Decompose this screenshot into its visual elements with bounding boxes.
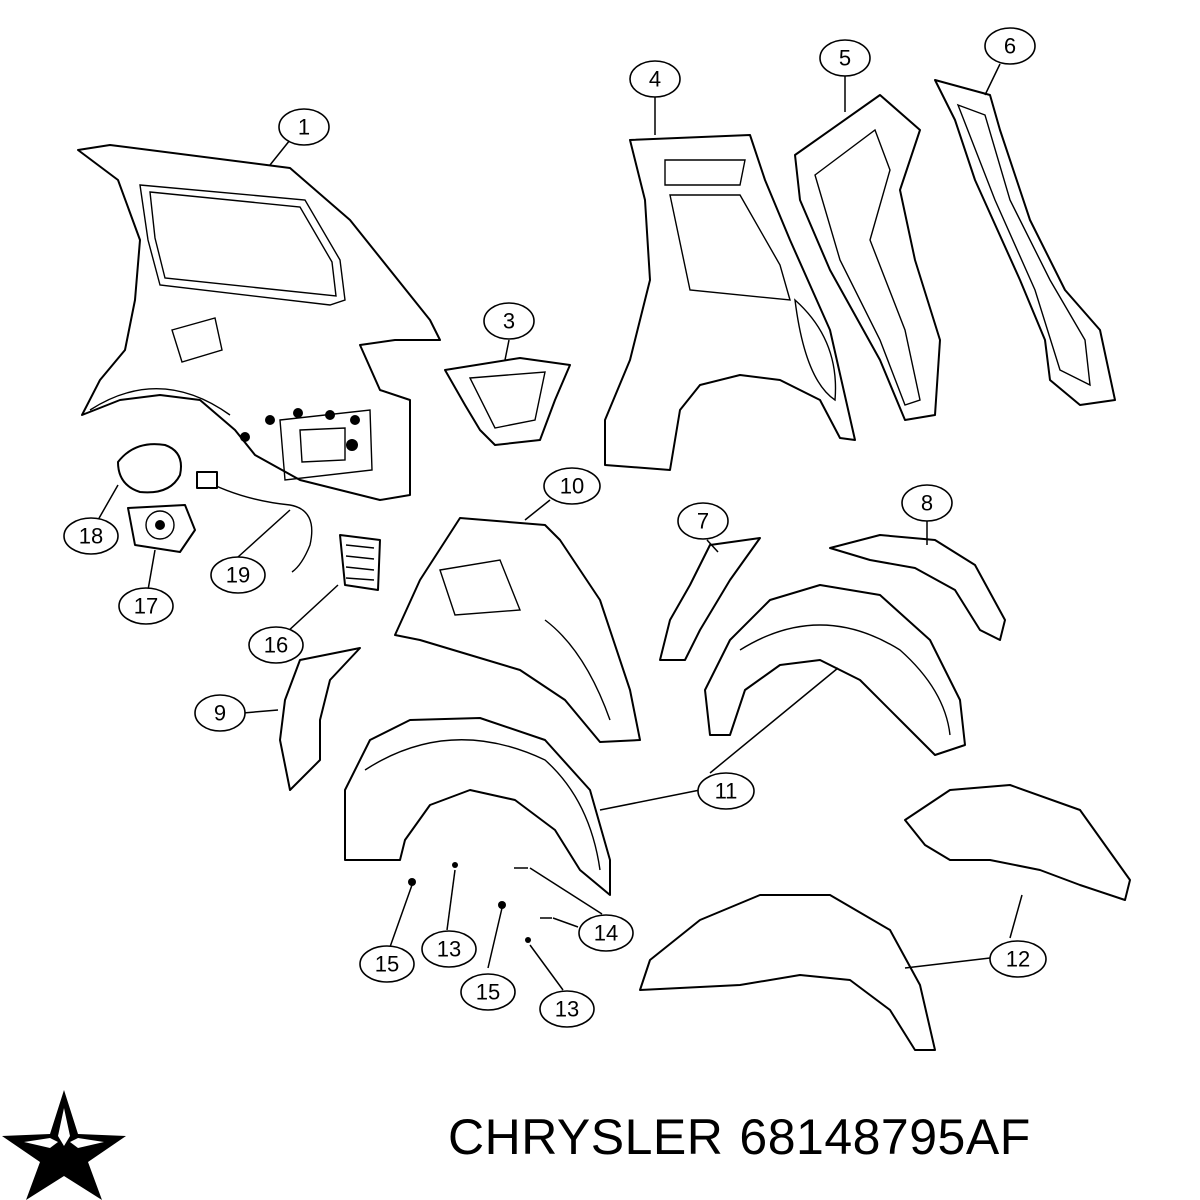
- part-inner-quarter-panel: [604, 134, 856, 471]
- callout-10: 10: [543, 467, 601, 505]
- callout-4: 4: [629, 60, 681, 98]
- callout-label: 5: [839, 46, 851, 71]
- part-quarter-inner-panel: [394, 517, 641, 743]
- callout-8: 8: [901, 484, 953, 522]
- part-splash-shield-lower: [639, 894, 936, 1051]
- part-fuel-filler-housing: [127, 504, 196, 553]
- part-fuel-door: [117, 443, 182, 494]
- callout-19: 19: [210, 556, 266, 594]
- part-wheelhouse-liner-upper: [704, 584, 966, 756]
- callout-15-a: 15: [359, 945, 415, 983]
- part-wheelhouse-liner-lower: [344, 717, 611, 896]
- callout-16: 16: [248, 626, 304, 664]
- callout-5: 5: [819, 39, 871, 77]
- part-pressure-vent: [339, 534, 381, 591]
- part-wheel-opening-brace: [279, 647, 361, 791]
- callout-label: 8: [921, 491, 933, 516]
- callout-label: 17: [134, 594, 158, 619]
- callout-17: 17: [118, 587, 174, 625]
- part-number: 68148795AF: [739, 1109, 1031, 1165]
- callout-label: 11: [715, 779, 738, 804]
- part-wheelhouse-extension-front: [659, 537, 761, 661]
- callout-13-a: 13: [421, 930, 477, 968]
- callout-label: 13: [437, 937, 461, 962]
- callout-6: 6: [984, 27, 1036, 65]
- part-quarter-panel: [77, 144, 441, 501]
- callout-label: 15: [476, 980, 500, 1005]
- callout-label: 18: [79, 524, 103, 549]
- callout-14: 14: [578, 914, 634, 952]
- part-inner-bracket: [444, 357, 571, 446]
- callout-label: 16: [264, 633, 288, 658]
- callout-label: 4: [649, 67, 661, 92]
- callout-label: 13: [555, 997, 579, 1022]
- brand-name: CHRYSLER: [448, 1109, 724, 1165]
- fasteners: [408, 862, 552, 943]
- callout-3: 3: [483, 302, 535, 340]
- part-splash-shield-upper: [904, 784, 1131, 901]
- brand-part-label: CHRYSLER 68148795AF: [448, 1108, 1047, 1166]
- callout-label: 6: [1004, 34, 1016, 59]
- callout-7: 7: [677, 502, 729, 540]
- callout-13-b: 13: [539, 990, 595, 1028]
- callout-leaders: [97, 63, 1023, 991]
- callout-15-b: 15: [460, 973, 516, 1011]
- part-wheelhouse-extension-rear: [829, 534, 1006, 641]
- callout-label: 12: [1006, 947, 1030, 972]
- part-d-pillar-reinforcement: [794, 94, 941, 421]
- callout-1: 1: [278, 108, 330, 146]
- callout-label: 3: [503, 309, 515, 334]
- callout-label: 15: [375, 952, 399, 977]
- part-quarter-inner-rail: [934, 79, 1116, 406]
- chrysler-pentastar-icon: [2, 1090, 126, 1200]
- part-fuel-door-cable: [196, 471, 313, 573]
- callout-label: 14: [594, 921, 618, 946]
- callout-12: 12: [989, 940, 1047, 978]
- callout-18: 18: [63, 517, 119, 555]
- callout-label: 7: [697, 509, 709, 534]
- callout-label: 9: [214, 701, 226, 726]
- callout-label: 10: [560, 474, 584, 499]
- callout-label: 1: [298, 115, 310, 140]
- callout-9: 9: [194, 694, 246, 732]
- callout-11: 11: [697, 772, 755, 810]
- callout-label: 19: [226, 563, 250, 588]
